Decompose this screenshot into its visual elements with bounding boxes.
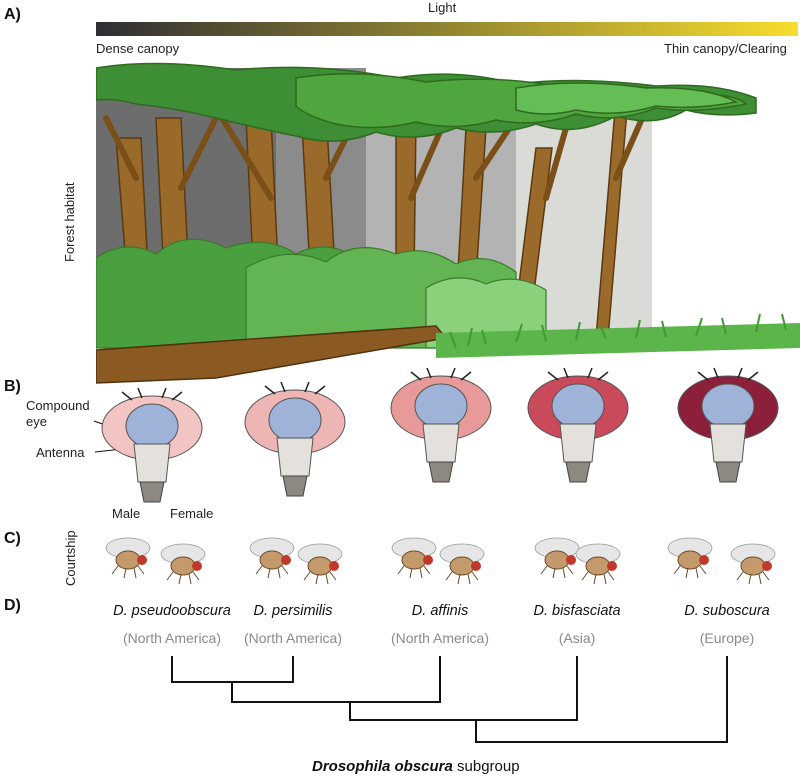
compound-eye-label: Compound eye xyxy=(26,398,90,429)
forest-illustration xyxy=(96,62,800,384)
female-fly-2 xyxy=(297,543,343,585)
fly-head-2 xyxy=(244,381,346,497)
male-fly-5 xyxy=(667,537,713,579)
antenna-label: Antenna xyxy=(36,445,85,460)
subgroup-word: subgroup xyxy=(452,758,520,775)
panel-a-letter: A) xyxy=(4,6,21,23)
panel-d-letter: D) xyxy=(4,597,21,614)
species-region-4: (Asia) xyxy=(558,630,596,646)
male-fly-2 xyxy=(249,537,295,579)
panel-c-letter: C) xyxy=(4,530,21,547)
genus-name: Drosophila obscura xyxy=(312,758,453,775)
species-region-3: (North America) xyxy=(390,630,490,646)
species-region-5: (Europe) xyxy=(699,630,755,646)
female-label: Female xyxy=(170,506,214,521)
fly-head-1 xyxy=(101,387,203,503)
female-fly-4 xyxy=(575,543,621,585)
panel-b-letter: B) xyxy=(4,378,21,395)
species-region-1: (North America) xyxy=(122,630,222,646)
clearing-label: Thin canopy/Clearing xyxy=(664,41,787,56)
female-fly-1 xyxy=(160,543,206,585)
light-label: Light xyxy=(428,0,457,15)
species-name-1: D. pseudoobscura xyxy=(113,603,231,619)
light-gradient-bar xyxy=(96,22,798,36)
fly-head-3 xyxy=(390,367,492,483)
fly-head-4 xyxy=(527,367,629,483)
male-label: Male xyxy=(112,506,141,521)
female-fly-5 xyxy=(730,543,776,585)
species-name-5: D. suboscura xyxy=(684,603,770,619)
female-fly-3 xyxy=(439,543,485,585)
male-fly-4 xyxy=(534,537,580,579)
subgroup-caption: Drosophila obscura subgroup xyxy=(312,758,520,775)
species-name-4: D. bisfasciata xyxy=(533,603,621,619)
fly-head-5 xyxy=(677,367,779,483)
male-fly-3 xyxy=(391,537,437,579)
dense-canopy-label: Dense canopy xyxy=(96,41,180,56)
species-name-3: D. affinis xyxy=(411,603,469,619)
male-fly-1 xyxy=(105,537,151,579)
species-region-2: (North America) xyxy=(243,630,343,646)
species-name-2: D. persimilis xyxy=(253,603,333,619)
